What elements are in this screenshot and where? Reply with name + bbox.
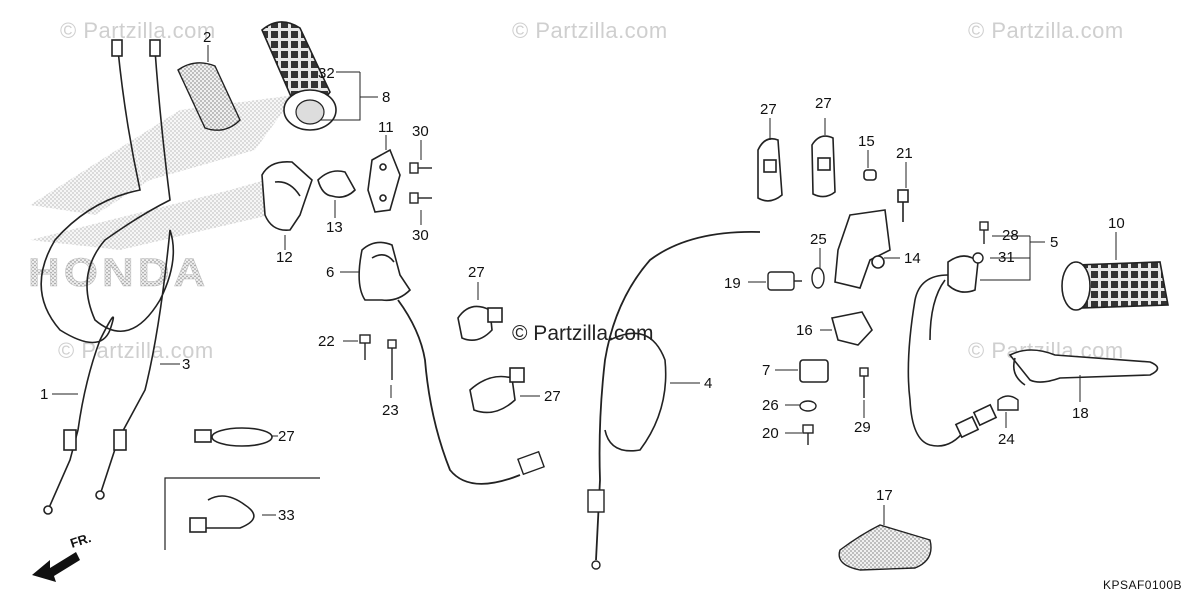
callout-22: 22	[318, 333, 335, 350]
nut-25	[811, 267, 825, 289]
inset-frame	[164, 477, 320, 550]
callout-20: 20	[762, 425, 779, 442]
callout-27-center-top: 27	[468, 264, 485, 281]
washer-31	[972, 252, 984, 264]
callout-26: 26	[762, 397, 779, 414]
callout-21: 21	[896, 145, 913, 162]
honda-word-watermark: HONDA	[28, 250, 209, 294]
cable-tie-33	[189, 495, 255, 533]
clutch-cable-4-loop	[604, 332, 667, 452]
watermark: © Partzilla.com	[60, 18, 216, 43]
callout-24: 24	[998, 431, 1015, 448]
watermark: © Partzilla.com	[58, 338, 214, 363]
bracket-11	[367, 148, 401, 213]
switch-harness-5	[907, 255, 998, 447]
callout-33: 33	[278, 507, 295, 524]
honda-wing-watermark	[30, 95, 300, 250]
screw-20	[802, 424, 814, 445]
callout-27-right-b: 27	[815, 95, 832, 112]
callout-17: 17	[876, 487, 893, 504]
throttle-housing-12	[261, 160, 313, 232]
throttle-cable-3	[86, 39, 175, 500]
callout-23: 23	[382, 402, 399, 419]
callout-18: 18	[1072, 405, 1089, 422]
callout-8: 8	[382, 89, 390, 106]
switch-wire	[397, 299, 521, 485]
watermark: © Partzilla.com	[512, 18, 668, 43]
callout-6: 6	[326, 264, 334, 281]
callout-27-bottom-left: 27	[278, 428, 295, 445]
cable-strap-27	[457, 305, 525, 414]
callout-25: 25	[810, 231, 827, 248]
callout-29: 29	[854, 419, 871, 436]
cable-strap-27	[194, 427, 273, 447]
callout-1: 1	[40, 386, 48, 403]
cover-24	[997, 395, 1019, 411]
callout-11: 11	[378, 119, 394, 136]
callout-31: 31	[998, 249, 1015, 266]
callout-4: 4	[704, 375, 712, 392]
callout-3: 3	[182, 356, 190, 373]
callout-leaders	[52, 45, 1117, 525]
callout-19: 19	[724, 275, 741, 292]
callout-5: 5	[1050, 234, 1058, 251]
clutch-lever-18	[1008, 349, 1159, 386]
callout-28: 28	[1002, 227, 1019, 244]
switch-7	[799, 359, 829, 383]
callout-7: 7	[762, 362, 770, 379]
callout-27-center-bottom: 27	[544, 388, 561, 405]
center-watermark: © Partzilla.com	[512, 322, 654, 345]
callout-14: 14	[904, 250, 921, 267]
switch-connector	[517, 450, 545, 476]
callout-30-bottom: 30	[412, 227, 429, 244]
screw-29	[859, 367, 869, 398]
diagram-code: KPSAF0100B	[1102, 578, 1182, 592]
throttle-grip-8	[261, 21, 337, 131]
callout-32: 32	[318, 65, 335, 82]
holder-16	[831, 311, 873, 346]
front-direction-arrow: FR.	[32, 530, 93, 582]
callout-27-right-a: 27	[760, 101, 777, 118]
callout-30-top: 30	[412, 123, 429, 140]
callout-12: 12	[276, 249, 293, 266]
callout-2: 2	[203, 29, 211, 46]
callout-10: 10	[1108, 215, 1125, 232]
cable-strap-27	[757, 135, 836, 202]
lever-bracket-14	[834, 169, 909, 289]
washer-26	[799, 400, 817, 412]
callout-15: 15	[858, 133, 875, 150]
left-grip-10	[1061, 261, 1169, 311]
front-direction-label: FR.	[68, 530, 93, 551]
watermark: © Partzilla.com	[968, 18, 1124, 43]
switch-housing-6	[358, 241, 412, 302]
clamp-13	[317, 170, 356, 198]
callout-16: 16	[796, 322, 813, 339]
clutch-cable-4	[595, 231, 761, 561]
screw-23	[387, 339, 397, 380]
adjuster-19	[767, 271, 802, 291]
screw-28	[979, 221, 989, 244]
callout-13: 13	[326, 219, 343, 236]
screw-22	[359, 334, 371, 360]
grip-sleeve-2	[177, 62, 241, 131]
lever-cover-17	[838, 524, 932, 571]
throttle-cable-1	[40, 39, 145, 515]
screw-30	[409, 162, 432, 204]
